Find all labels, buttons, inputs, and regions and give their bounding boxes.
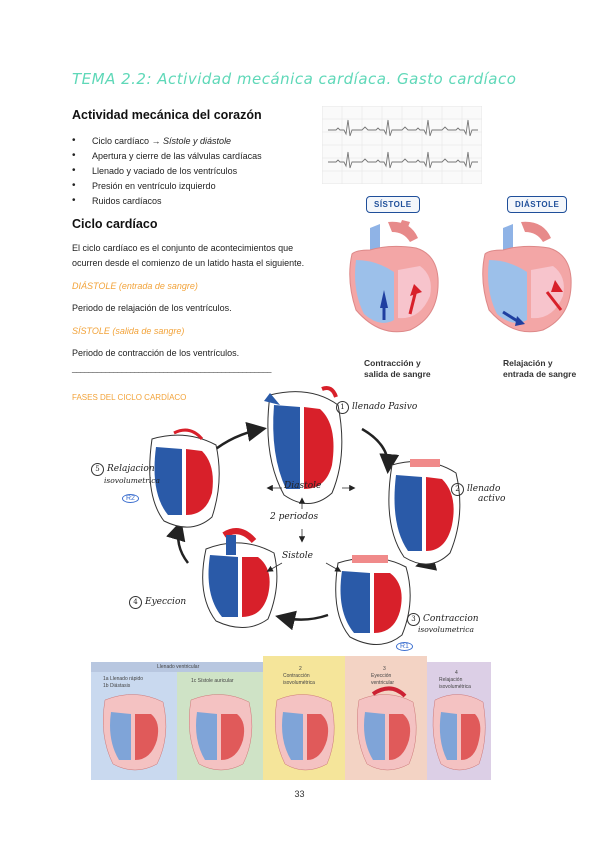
bullet-text: Apertura y cierre de las válvulas cardía… — [92, 151, 262, 161]
sistole-definition: Periodo de contracción de los ventrículo… — [72, 348, 240, 358]
phase-3-number: 3 — [407, 613, 420, 626]
strip-panel-3-line3: isovolumétrica — [283, 680, 315, 686]
phases-strip-figure: Llenado ventricular 1a Llenado rápido 1b… — [91, 656, 491, 780]
strip-panel-1-line1: 1a Llenado rápido — [103, 676, 144, 682]
cycle-arrow — [166, 520, 189, 564]
paragraph-line: ocurren desde el comienzo de un latido h… — [72, 258, 305, 268]
separator-line: ________________________________________… — [72, 364, 272, 373]
phase-3-badge: R1 — [396, 635, 413, 653]
fases-heading: FASES DEL CICLO CARDÍACO — [72, 393, 187, 402]
phase-1-text: llenado Pasivo — [352, 402, 418, 412]
bullet-text: Presión en ventrículo izquierdo — [92, 181, 216, 191]
sistole-caption-line2: salida de sangre — [364, 369, 431, 379]
phase-1-number: 1 — [336, 401, 349, 414]
phase-3-text: Contraccion — [423, 614, 479, 624]
paragraph-line: El ciclo cardíaco es el conjunto de acon… — [72, 243, 294, 253]
bullet-text: Llenado y vaciado de los ventrículos — [92, 166, 238, 176]
strip-header: Llenado ventricular — [157, 664, 200, 670]
phase-5-text2: isovolumetrica — [104, 476, 160, 485]
phase-2-text: llenado — [467, 484, 501, 494]
phases-strip-graphic — [91, 656, 491, 780]
phase-5-text: Relajacion — [107, 464, 155, 474]
heart-phase-5-illustration — [149, 428, 220, 528]
page-number: 33 — [294, 789, 305, 799]
center-periods-label: 2 periodos — [270, 512, 319, 522]
bullet-item: Apertura y cierre de las válvulas cardía… — [72, 150, 262, 161]
sistole-label: SÍSTOLE (salida de sangre) — [72, 326, 185, 336]
diastole-caption-line2: entrada de sangre — [503, 369, 577, 379]
diastole-label: DIÁSTOLE (entrada de sangre) — [72, 281, 198, 291]
strip-panel-4-line3: ventricular — [371, 680, 395, 686]
phase-4-text: Eyeccion — [145, 597, 187, 607]
strip-panel-5-line2: Relajación — [439, 677, 463, 683]
strip-panel-4-line1: 3 — [383, 666, 386, 672]
phase-5-number: 5 — [91, 463, 104, 476]
phase-3-badge-text: R1 — [396, 642, 413, 651]
bullet-italic: Sístole y diástole — [163, 136, 232, 146]
heart-phase-2-illustration — [388, 459, 461, 565]
center-diastole-label: Diastole — [284, 481, 322, 491]
section-heading-ciclo: Ciclo cardíaco — [72, 217, 158, 231]
strip-panel-2-line1: 1c Sístole auricular — [191, 678, 234, 684]
heart-phase-1-illustration — [264, 386, 343, 504]
bullet-text: Ciclo cardíaco → — [92, 136, 164, 146]
strip-panel-3-line2: Contracción — [283, 673, 310, 679]
cardiac-cycle-diagram — [149, 386, 461, 645]
bullet-item: Llenado y vaciado de los ventrículos — [72, 165, 238, 176]
page-title: TEMA 2.2: Actividad mecánica cardíaca. G… — [72, 70, 517, 88]
phase-3-text2: isovolumetrica — [418, 625, 474, 634]
strip-panel-5-line3: isovolumétrica — [439, 684, 471, 690]
strip-panel-4-line2: Eyección — [371, 673, 392, 679]
cycle-arrow — [361, 427, 400, 474]
bullet-text: Ruidos cardíacos — [92, 196, 162, 206]
phase-2-number: 2 — [451, 483, 464, 496]
bullet-item: Presión en ventrículo izquierdo — [72, 180, 216, 191]
strip-panel-1-line2: 1b Diástasis — [103, 683, 131, 689]
phase-2-text2: activo — [478, 494, 506, 504]
diastole-pill: DIÁSTOLE — [507, 196, 568, 213]
sistole-pill: SÍSTOLE — [366, 196, 420, 213]
strip-panel-5-line1: 4 — [455, 670, 458, 676]
strip-panel-3-line1: 2 — [299, 666, 302, 672]
diastole-definition: Periodo de relajación de los ventrículos… — [72, 303, 232, 313]
diastole-heart-illustration — [482, 221, 572, 333]
section-heading-actividad: Actividad mecánica del corazón — [72, 108, 262, 122]
bullet-item: Ruidos cardíacos — [72, 195, 162, 206]
ecg-trace-image — [322, 106, 482, 184]
sistole-caption-line1: Contracción y — [364, 358, 421, 368]
phase-5-badge-text: R2 — [122, 494, 139, 503]
heart-phase-4-illustration — [202, 528, 278, 628]
phase-5-badge: R2 — [122, 487, 139, 505]
phase-4-number: 4 — [129, 596, 142, 609]
systole-heart-illustration — [349, 220, 439, 333]
center-sistole-label: Sistole — [282, 551, 313, 561]
bullet-item: Ciclo cardíaco → Sístole y diástole — [72, 135, 232, 146]
heart-phase-3-illustration — [335, 555, 411, 645]
cycle-arrow — [275, 610, 329, 631]
diastole-caption-line1: Relajación y — [503, 358, 553, 368]
